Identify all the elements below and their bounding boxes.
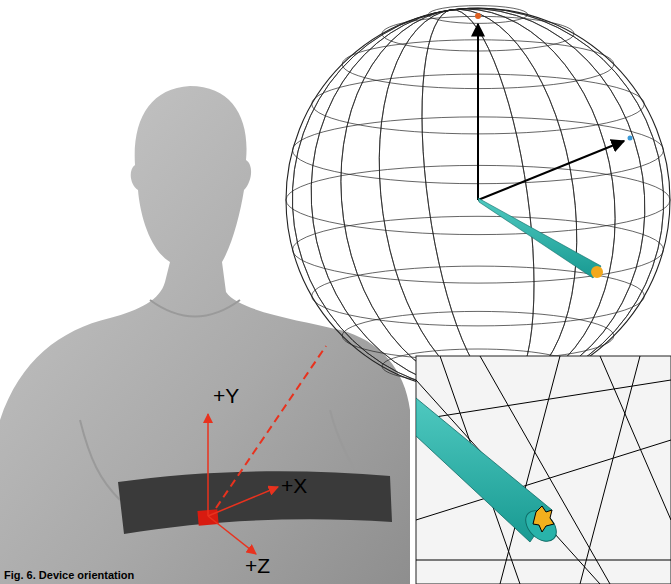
sphere-line xyxy=(286,8,670,392)
human-figure xyxy=(0,86,410,584)
sphere-line xyxy=(312,266,645,326)
sphere-line xyxy=(317,0,639,409)
sphere-line xyxy=(342,311,614,360)
sphere-line xyxy=(356,0,600,403)
axes xyxy=(208,346,326,554)
axis-label: +Z xyxy=(245,555,270,576)
sphere-line xyxy=(428,6,527,24)
sphere-line xyxy=(268,0,671,416)
figure-caption: Fig. 6. Device orientation xyxy=(4,570,134,581)
wireframe-sphere xyxy=(268,0,671,416)
orientation-vectors xyxy=(475,13,633,278)
sphere-line xyxy=(268,0,671,416)
zoom-inset xyxy=(416,356,671,584)
sphere-line xyxy=(293,216,664,283)
sphere-line xyxy=(356,0,600,403)
sphere-line xyxy=(317,0,639,409)
sphere-line xyxy=(287,0,670,413)
axis-label: +Y xyxy=(213,385,239,406)
sphere-line xyxy=(287,0,670,413)
axis-label: +X xyxy=(281,475,307,496)
